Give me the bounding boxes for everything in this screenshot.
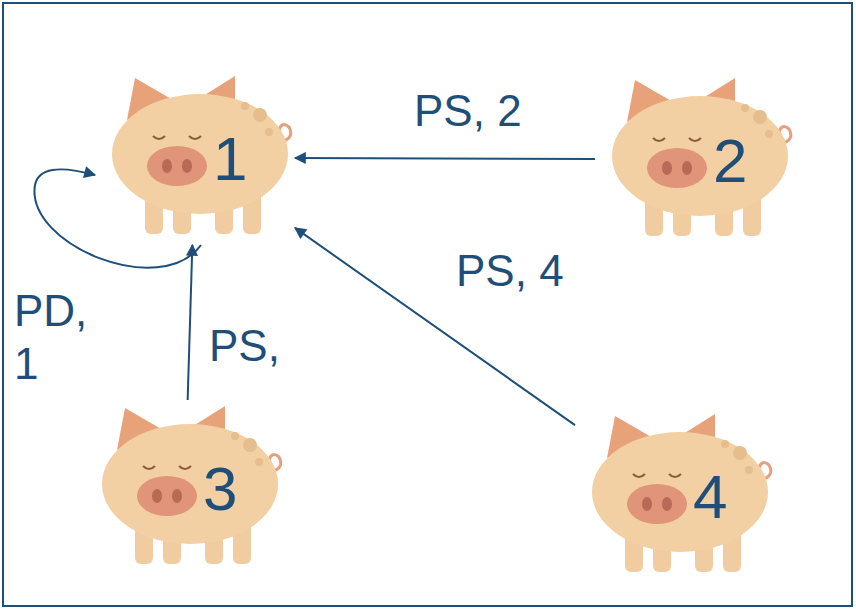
frame-rect <box>3 3 852 606</box>
pig-number: 3 <box>203 458 237 520</box>
pig-node: 4 <box>575 408 775 583</box>
pig-node: 1 <box>95 70 295 245</box>
pig-spot <box>253 108 267 122</box>
pig-number: 2 <box>713 130 747 192</box>
pig-body <box>102 424 278 544</box>
pig-spot <box>231 432 239 440</box>
pig-spot <box>733 446 747 460</box>
transition-arrow <box>188 245 193 400</box>
pig-body <box>112 94 288 214</box>
pig-number: 4 <box>693 466 727 528</box>
pig-nostril <box>172 489 182 503</box>
pig-nostril <box>182 159 192 173</box>
pig-nostril <box>162 159 172 173</box>
pig-eye <box>153 136 165 139</box>
pig-node: 3 <box>85 400 285 575</box>
pig-illustration <box>575 408 775 583</box>
transition-label: PS, 2 <box>410 85 526 138</box>
pig-spot <box>753 110 767 124</box>
pig-nostril <box>682 161 692 175</box>
pig-eye <box>689 138 701 141</box>
pig-spot <box>765 130 773 138</box>
pig-spot <box>741 104 749 112</box>
pig-snout <box>627 484 687 524</box>
pig-eye <box>653 138 665 141</box>
pig-nostril <box>152 489 162 503</box>
pig-eye <box>143 466 155 469</box>
pig-illustration <box>95 70 295 245</box>
pig-eye <box>179 466 191 469</box>
pig-eye <box>189 136 201 139</box>
transition-label: PS, 4 <box>452 245 568 298</box>
pig-nostril <box>642 497 652 511</box>
pig-number: 1 <box>213 128 247 190</box>
pig-body <box>592 432 768 552</box>
pig-snout <box>647 148 707 188</box>
pig-snout <box>147 146 207 186</box>
pig-nostril <box>662 161 672 175</box>
pig-spot <box>255 458 263 466</box>
pig-spot <box>265 128 273 136</box>
pig-spot <box>241 102 249 110</box>
pig-spot <box>243 438 257 452</box>
pig-spot <box>721 440 729 448</box>
pig-body <box>612 96 788 216</box>
pig-illustration <box>595 72 795 247</box>
pig-eye <box>669 474 681 477</box>
pig-eye <box>633 474 645 477</box>
pig-nostril <box>662 497 672 511</box>
pig-spot <box>745 466 753 474</box>
pig-snout <box>137 476 197 516</box>
transition-arrow <box>295 228 575 425</box>
transition-label: PS, <box>205 320 284 373</box>
transition-arrow <box>295 158 595 159</box>
transition-label: PD, 1 <box>10 285 98 391</box>
pig-node: 2 <box>595 72 795 247</box>
pig-illustration <box>85 400 285 575</box>
